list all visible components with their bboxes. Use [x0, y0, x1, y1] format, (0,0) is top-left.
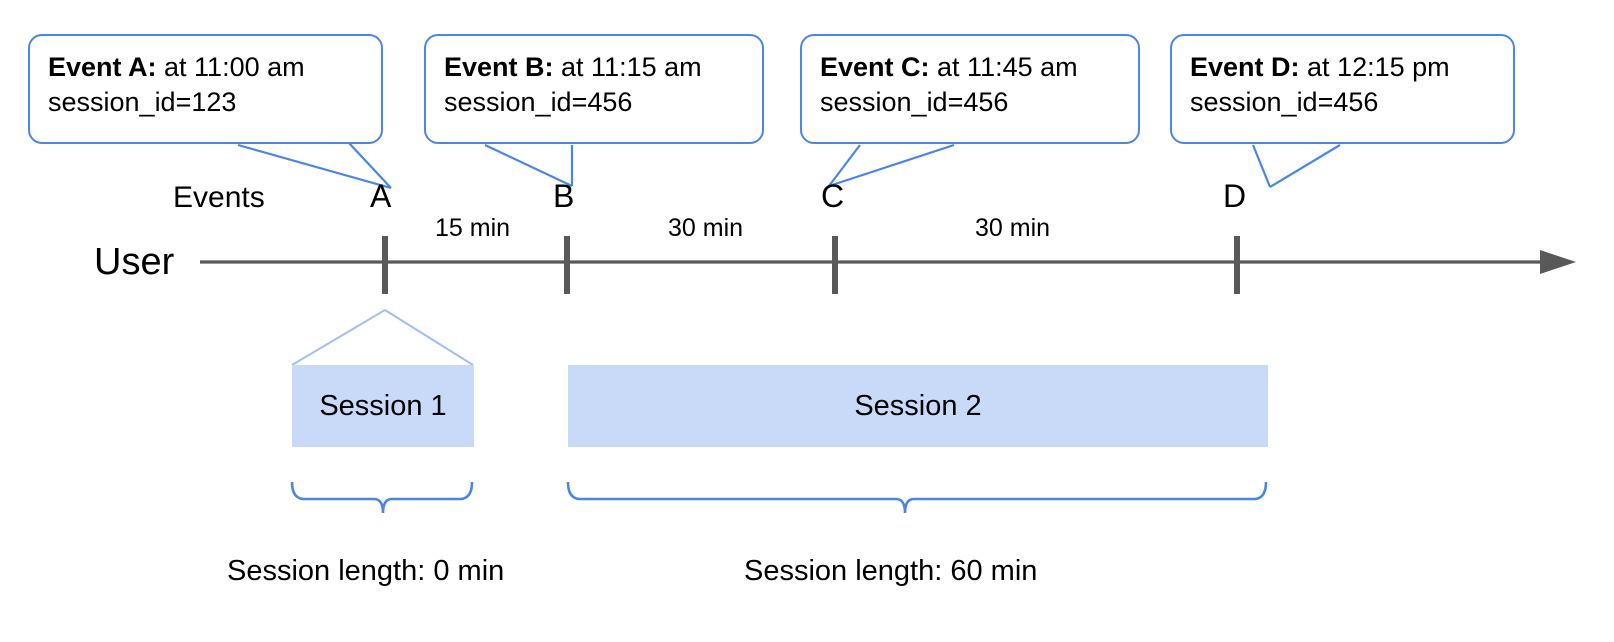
- callout-tail-d: [1251, 144, 1341, 188]
- session-bar-1-label: Session 1: [319, 389, 447, 422]
- callout-c-bold: Event C:: [820, 52, 930, 82]
- session-bar-1[interactable]: Session 1: [292, 365, 474, 447]
- session-length-label-1: Session length: 0 min: [227, 555, 505, 587]
- callout-event-d[interactable]: Event D: at 12:15 pm session_id=456: [1170, 34, 1515, 144]
- duration-label-a-b: 15 min: [435, 214, 511, 242]
- session-bar-2-label: Session 2: [854, 389, 982, 422]
- callout-a-bold: Event A:: [48, 52, 157, 82]
- callout-tail-c: [828, 143, 955, 188]
- callout-a-time: at 11:00 am: [156, 52, 305, 82]
- callout-b-bold: Event B:: [444, 52, 554, 82]
- callout-c-time: at 11:45 am: [929, 52, 1078, 82]
- callout-event-b[interactable]: Event B: at 11:15 am session_id=456: [424, 34, 764, 144]
- session-length-label-2: Session length: 60 min: [744, 555, 1038, 587]
- callout-b-line2: session_id=456: [444, 87, 633, 118]
- callout-c-line2: session_id=456: [820, 87, 1009, 118]
- callout-d-line1: Event D: at 12:15 pm: [1190, 50, 1495, 85]
- callout-d-line2: session_id=456: [1190, 87, 1379, 118]
- callout-event-c[interactable]: Event C: at 11:45 am session_id=456: [800, 34, 1140, 144]
- session1-brace: [290, 481, 474, 514]
- callout-b-time: at 11:15 am: [553, 52, 702, 82]
- callout-d-time: at 12:15 pm: [1299, 52, 1450, 82]
- callout-b-line1: Event B: at 11:15 am: [444, 50, 744, 85]
- callout-event-a[interactable]: Event A: at 11:00 am session_id=123: [28, 34, 383, 144]
- event-label-a: A: [370, 178, 392, 214]
- callout-c-line1: Event C: at 11:45 am: [820, 50, 1120, 85]
- callout-a-line2: session_id=123: [48, 87, 237, 118]
- event-label-b: B: [553, 178, 575, 214]
- event-tick-marks: [382, 236, 1240, 294]
- event-label-d: D: [1223, 178, 1247, 214]
- session2-brace: [566, 481, 1268, 514]
- session-bar-2[interactable]: Session 2: [568, 365, 1268, 447]
- duration-label-b-c: 30 min: [668, 214, 744, 242]
- callout-a-line1: Event A: at 11:00 am: [48, 50, 363, 85]
- event-label-c: C: [821, 178, 845, 214]
- timeline-axis: [200, 250, 1576, 274]
- user-row-label: User: [94, 241, 175, 283]
- callout-d-bold: Event D:: [1190, 52, 1300, 82]
- events-row-label: Events: [173, 181, 265, 214]
- session1-funnel: [291, 309, 474, 366]
- duration-label-c-d: 30 min: [975, 214, 1051, 242]
